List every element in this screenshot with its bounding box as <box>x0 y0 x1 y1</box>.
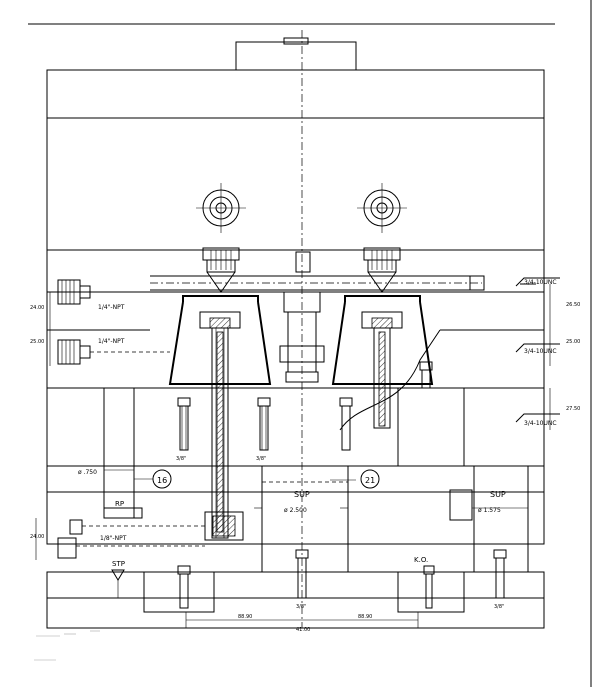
return-pin <box>103 507 143 519</box>
bolt-bottom-3 <box>423 565 435 609</box>
locating-ring <box>235 37 357 71</box>
support-pillar-left <box>261 465 349 573</box>
label-bolt-c: 3/8" <box>296 604 306 610</box>
dim-left-1: 24.00 <box>30 305 44 311</box>
dim-lines-bottom <box>185 612 419 628</box>
fitting-upper-left <box>57 279 198 305</box>
support-pillar-right <box>449 465 529 573</box>
label-stp: STP <box>112 560 125 568</box>
dim-dia-1575: ø 1.575 <box>478 507 501 514</box>
bolt-bottom-2 <box>295 549 309 599</box>
label-lower-left-port: 1/8"-NPT <box>100 535 127 542</box>
bolt-bottom-1 <box>177 565 191 609</box>
label-thread-right-2: 3/4-10UNC <box>524 348 557 355</box>
bolt-left <box>177 397 191 451</box>
bolt-right <box>419 361 433 389</box>
bolt-center-left <box>257 397 271 451</box>
dim-bottom-left: 88.90 <box>238 614 252 620</box>
bolt-center-right <box>339 397 353 451</box>
dim-right-3: 27.50 <box>566 406 580 412</box>
ejector-sleeve <box>204 511 244 541</box>
stop-pin <box>111 569 125 598</box>
dim-dia-2500: ø 2.500 <box>284 507 307 514</box>
bottom-clamp-plate <box>46 571 545 629</box>
sprue-bushing-right <box>357 183 407 233</box>
label-middle-left-port: 1/4"-NPT <box>98 338 125 345</box>
balloon-16-label: 16 <box>157 476 167 485</box>
dim-dia-750: ø .750 <box>78 469 97 476</box>
label-upper-left-port: 1/4"-NPT <box>98 304 125 311</box>
nozzle-head-right <box>363 247 401 293</box>
label-ko: K.O. <box>414 556 428 564</box>
cavity-insert-left <box>168 295 272 539</box>
fitting-middle-left <box>57 339 170 365</box>
dim-right-1: 26.50 <box>566 302 580 308</box>
balloon-21-label: 21 <box>365 476 375 485</box>
label-bolt-a: 3/8" <box>176 456 186 462</box>
center-sprue-block <box>279 251 325 383</box>
sprue-bushing-left <box>196 183 246 233</box>
cavity-insert-right <box>331 295 441 431</box>
dim-bottom-total: 41.00 <box>296 627 310 633</box>
nozzle-head-left <box>202 247 240 293</box>
thread-hole-right-2 <box>515 343 560 353</box>
label-thread-right-3: 3/4-10UNC <box>524 420 557 427</box>
label-rp: RP <box>115 500 124 508</box>
thread-hole-right-1 <box>515 277 560 287</box>
label-sup-right: SUP <box>490 490 506 499</box>
top-clamp-plate <box>46 69 545 119</box>
label-bolt-b: 3/8" <box>256 456 266 462</box>
cavity-plate <box>46 117 545 251</box>
dia-leaders <box>104 469 528 509</box>
dim-right-2: 25.00 <box>566 339 580 345</box>
scan-artifacts <box>34 630 100 661</box>
dim-bottom-right: 88.90 <box>358 614 372 620</box>
label-bolt-d: 3/8" <box>494 604 504 610</box>
balloon-21 <box>360 469 380 489</box>
thread-hole-right-3 <box>515 413 560 423</box>
label-sup-left: SUP <box>294 490 310 499</box>
label-thread-right-1: 3/4-10UNC <box>524 279 557 286</box>
dim-left-3: 24.00 <box>30 534 44 540</box>
bolt-bottom-4 <box>493 549 507 599</box>
dim-left-2: 25.00 <box>30 339 44 345</box>
dim-lines-left <box>35 292 51 560</box>
fitting-lower-left <box>57 519 205 559</box>
